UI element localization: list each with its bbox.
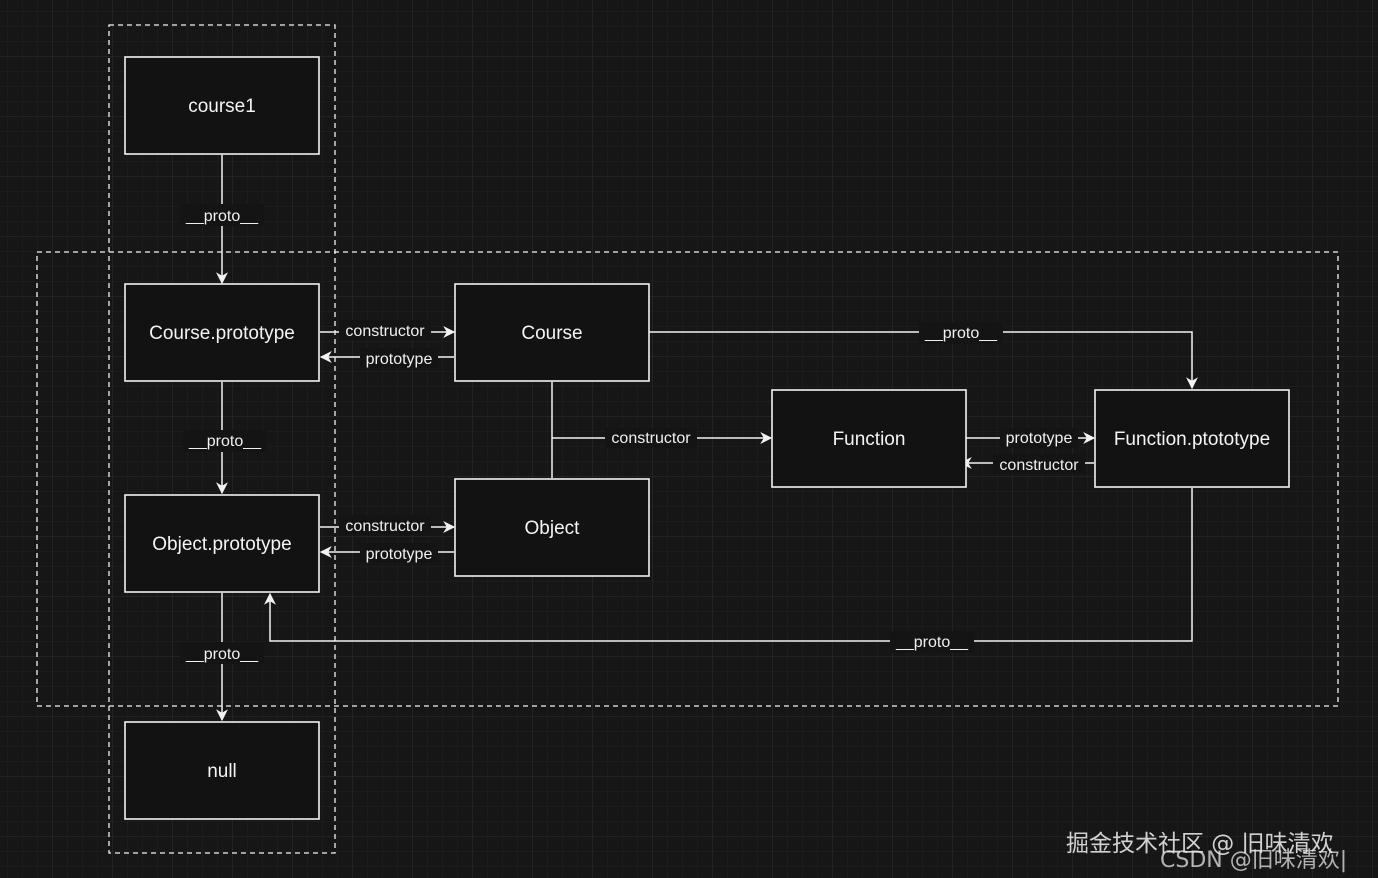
node-object-prototype[interactable]: Object.prototype: [124, 494, 320, 593]
svg-text:__proto__: __proto__: [185, 646, 259, 663]
node-function[interactable]: Function: [771, 389, 967, 488]
svg-text:Object.prototype: Object.prototype: [152, 534, 291, 555]
svg-text:prototype: prototype: [366, 546, 433, 563]
svg-text:constructor: constructor: [999, 457, 1079, 474]
node-course[interactable]: Course: [454, 283, 650, 382]
svg-text:__proto__: __proto__: [185, 208, 259, 225]
edge-label-proto-course-function-prototype: __proto__: [919, 322, 1003, 344]
edge-label-constructor-function-prototype: constructor: [993, 454, 1085, 474]
svg-text:constructor: constructor: [345, 323, 425, 340]
watermark-juejin: 掘金技术社区 @ 旧味清欢: [1066, 831, 1334, 857]
svg-text:__proto__: __proto__: [188, 433, 262, 450]
node-object[interactable]: Object: [454, 478, 650, 577]
edge-course-proto-function-prototype: [649, 331, 1198, 390]
edge-label-constructor-object: constructor: [339, 515, 431, 535]
edge-label-proto-course1: __proto__: [180, 204, 264, 226]
edge-label-prototype-object: prototype: [360, 543, 438, 563]
svg-text:__proto__: __proto__: [924, 325, 998, 342]
svg-text:prototype: prototype: [366, 351, 433, 368]
node-course-prototype[interactable]: Course.prototype: [124, 283, 320, 382]
svg-text:null: null: [207, 761, 237, 782]
svg-text:Course.prototype: Course.prototype: [149, 323, 295, 344]
edge-label-constructor-function: constructor: [605, 428, 697, 448]
edge-label-constructor-course: constructor: [339, 320, 431, 340]
edge-label-proto-course-prototype: __proto__: [183, 430, 267, 452]
svg-text:prototype: prototype: [1006, 430, 1073, 447]
left-column-group: [108, 24, 336, 854]
svg-text:constructor: constructor: [345, 518, 425, 535]
node-course1[interactable]: course1: [124, 56, 320, 155]
svg-text:Function.ptototype: Function.ptototype: [1114, 429, 1270, 450]
svg-text:Object: Object: [525, 518, 581, 539]
main-group: [36, 251, 1339, 707]
node-null[interactable]: null: [124, 721, 320, 820]
watermark-csdn: CSDN @旧味清欢|: [1160, 848, 1348, 873]
node-function-prototype[interactable]: Function.ptototype: [1094, 389, 1290, 488]
svg-text:Course: Course: [521, 323, 582, 344]
edge-label-prototype-course: prototype: [360, 348, 438, 368]
edge-label-proto-object-prototype: __proto__: [180, 642, 264, 664]
edge-function-prototype-proto-object-prototype: [264, 488, 1193, 642]
svg-text:constructor: constructor: [611, 430, 691, 447]
svg-text:__proto__: __proto__: [895, 634, 969, 651]
svg-text:course1: course1: [188, 96, 256, 117]
svg-text:Function: Function: [833, 429, 906, 450]
edge-label-proto-function-prototype-object-prototype: __proto__: [890, 631, 974, 653]
edge-label-prototype-function: prototype: [1000, 428, 1078, 448]
